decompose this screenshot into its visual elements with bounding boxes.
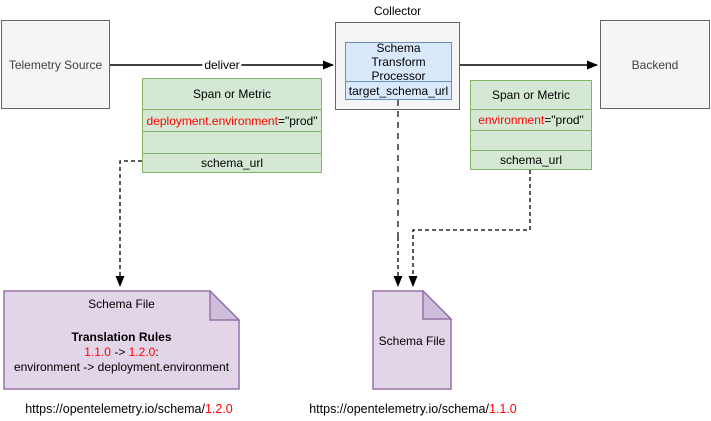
translation-rules-mapping: environment -> deployment.environment (13, 360, 230, 374)
telemetry-source-node: Telemetry Source (1, 20, 110, 109)
backend-label: Backend (631, 57, 679, 72)
deliver-edge-label: deliver (202, 58, 242, 72)
span-left-empty-row (143, 131, 321, 153)
schema-file-middle-title: Schema File (378, 334, 446, 348)
translation-rules-title: Translation Rules (71, 330, 172, 344)
schema-url-right-text: https://opentelemetry.io/schema/1.1.0 (288, 402, 538, 416)
translation-rules-versions: 1.1.0 -> 1.2.0: (3, 345, 240, 360)
schema-url-left-base: https://opentelemetry.io/schema/ (25, 402, 205, 416)
schema-url-left-text: https://opentelemetry.io/schema/1.2.0 (4, 402, 254, 416)
span-right-empty-row (471, 130, 591, 150)
schema-file-left-node: Schema File Translation Rules 1.1.0 -> 1… (3, 290, 240, 390)
edge-left-schemaurl-to-schemafile (115, 160, 142, 287)
rule-colon: : (155, 345, 159, 359)
span-right-attr-row: environment="prod" (471, 109, 591, 130)
collector-label: Collector (373, 4, 422, 18)
span-right-attr-value: ="prod" (544, 113, 584, 127)
schema-file-left-title: Schema File (88, 297, 155, 311)
span-right-attr-key: environment (478, 113, 545, 127)
edge-right-schemaurl-to-schemafile (408, 170, 531, 287)
schema-file-middle-node: Schema File (372, 290, 452, 390)
schema-transform-processor-node: Schema Transform Processor target_schema… (345, 41, 452, 100)
schema-url-left-version: 1.2.0 (204, 402, 233, 416)
schema-file-middle-shape (372, 290, 452, 390)
folded-corner (209, 290, 240, 321)
processor-target-schema-url-field: target_schema_url (346, 81, 451, 99)
schema-url-right-version: 1.1.0 (488, 402, 517, 416)
backend-node: Backend (600, 20, 710, 109)
schema-url-right-base: https://opentelemetry.io/schema/ (309, 402, 489, 416)
span-right-schema-url-row: schema_url (471, 150, 591, 169)
telemetry-source-label: Telemetry Source (8, 57, 103, 72)
folded-corner (422, 290, 452, 320)
span-left-attr-value: ="prod" (277, 113, 318, 128)
span-or-metric-left-node: Span or Metric deployment.environment="p… (142, 78, 322, 173)
rule-from-version: 1.1.0 (84, 345, 111, 359)
rule-arrow-text: -> (110, 345, 129, 359)
span-left-header: Span or Metric (192, 87, 272, 101)
span-right-header: Span or Metric (491, 88, 571, 102)
schema-file-left-shape (3, 290, 240, 390)
processor-title: Schema Transform Processor (371, 41, 426, 83)
span-left-attr-key: deployment.environment (146, 113, 278, 128)
span-left-attr-row: deployment.environment="prod" (143, 109, 321, 131)
schema-file-left-rules: Translation Rules 1.1.0 -> 1.2.0: enviro… (3, 330, 240, 375)
span-left-schema-url-row: schema_url (143, 153, 321, 172)
span-or-metric-right-node: Span or Metric environment="prod" schema… (470, 80, 592, 170)
rule-to-version: 1.2.0 (128, 345, 156, 359)
